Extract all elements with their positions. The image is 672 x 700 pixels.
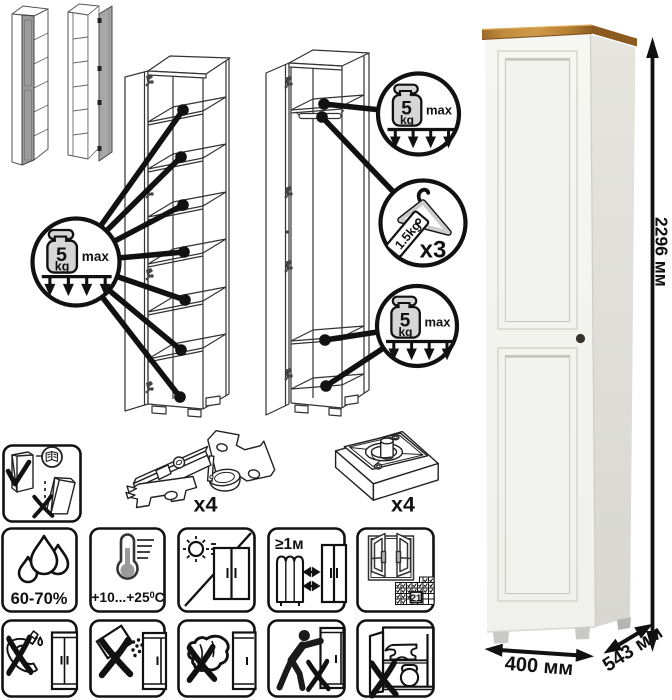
svg-text:+10...+250C: +10...+250C	[91, 590, 164, 605]
svg-text:x3: x3	[420, 237, 447, 264]
svg-text:2296 мм: 2296 мм	[652, 217, 672, 287]
svg-text:x4: x4	[391, 493, 415, 517]
svg-text:21: 21	[411, 593, 422, 604]
svg-text:x4: x4	[194, 493, 218, 517]
svg-text:400 мм: 400 мм	[504, 653, 574, 680]
svg-text:60-70%: 60-70%	[11, 590, 68, 608]
svg-text:≥1м: ≥1м	[275, 536, 304, 553]
